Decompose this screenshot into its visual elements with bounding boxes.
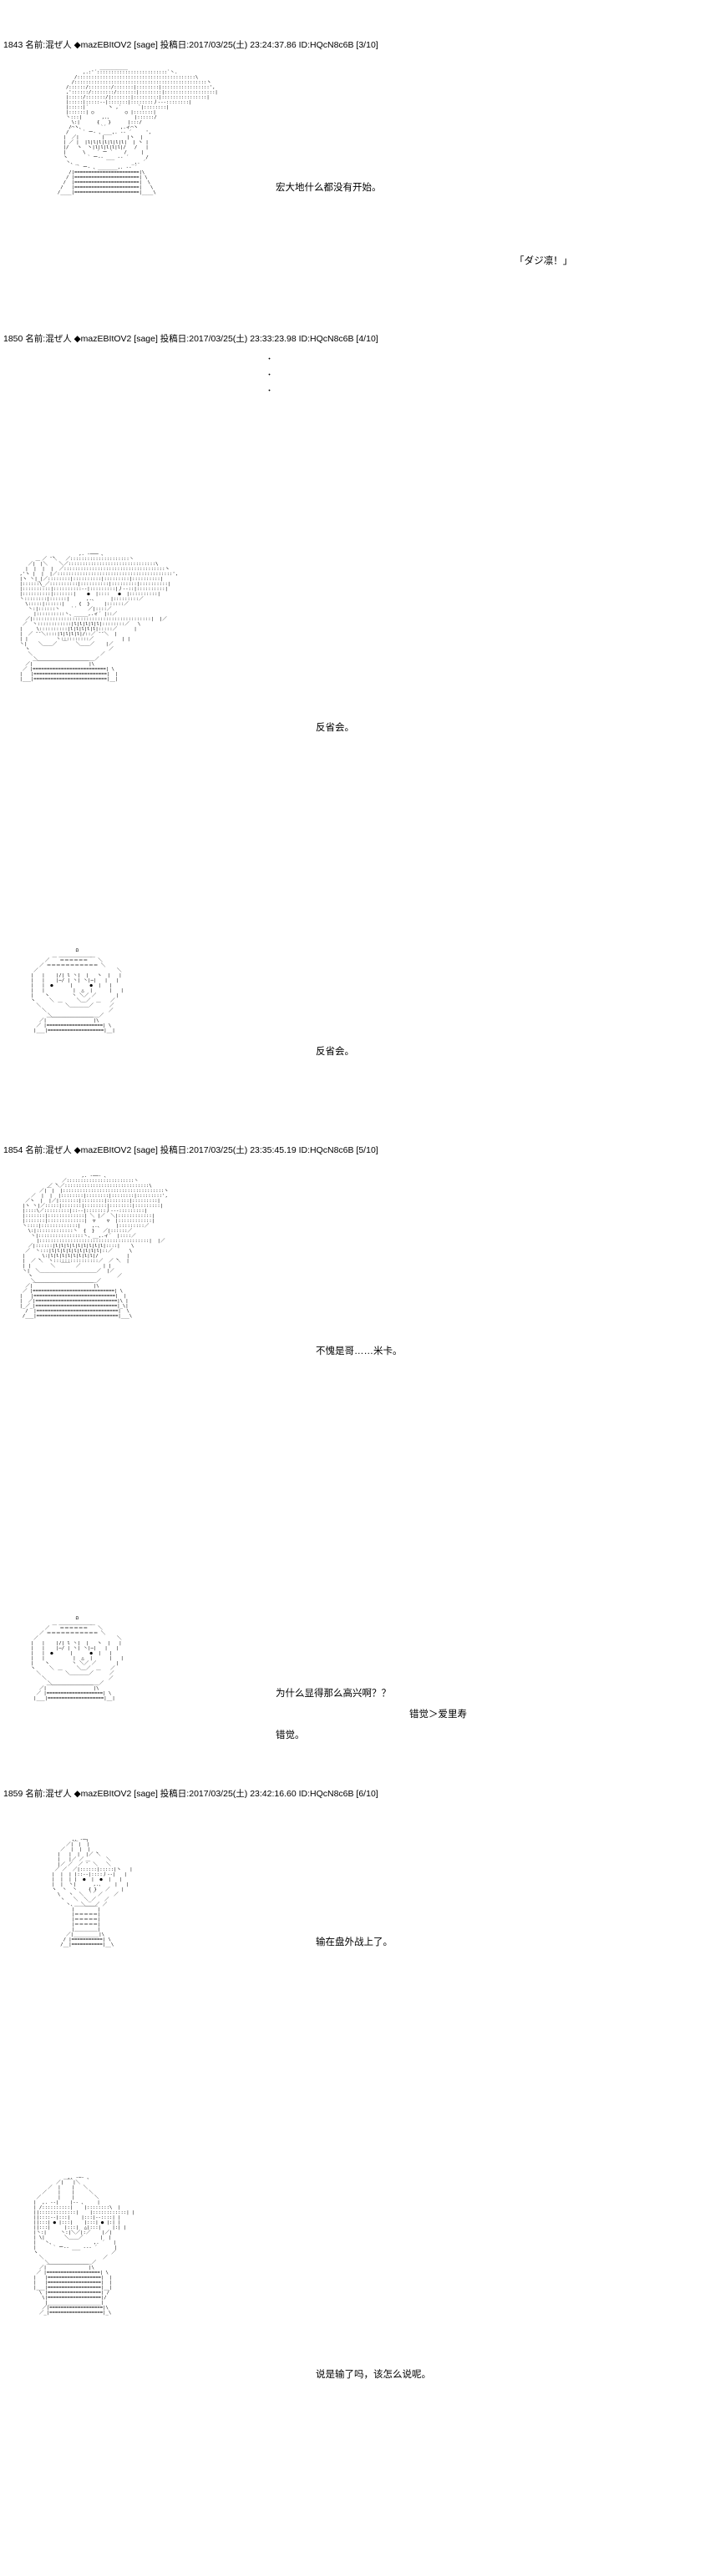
post-header-1850: 1850 名前:混ぜ人 ◆mazEBItOV2 [sage] 投稿日:2017/… xyxy=(3,334,378,344)
dialogue-text-2: 「ダジ凛！」 xyxy=(515,256,573,266)
aa-art-1859-b: ,. -─- 、 ／|￣￣|＼ ／ | | ＼ ／ | | ＼ ／ | | ＼ … xyxy=(33,2174,135,2316)
post-header-1843: 1843 名前:混ぜ人 ◆mazEBItOV2 [sage] 投稿日:2017/… xyxy=(3,40,378,50)
dialogue-text-9: 输在盘外战上了。 xyxy=(316,1937,393,1947)
dialogue-text-5: 不愧是哥……米卡。 xyxy=(316,1346,403,1356)
dialogue-text-1: 宏大地什么都没有开始。 xyxy=(276,183,382,193)
aa-art-1843: __________ ,.:'´::::::::::::::::::::::::… xyxy=(57,64,218,195)
aa-art-1850-a: ,. -─── 、 ／ ̄ ̄＼ ／:::::::::::::::::::::丶… xyxy=(19,551,179,682)
ellipsis-separator: ・ ・ ・ xyxy=(266,356,274,396)
post-header-1859: 1859 名前:混ぜ人 ◆mazEBItOV2 [sage] 投稿日:2017/… xyxy=(3,1789,378,1799)
aa-art-1859-a: ,. -─┐ ／|￣| | ／ | | | | | | |／ ̄＼ | |／ ／… xyxy=(52,1836,133,1947)
dialogue-text-4: 反省会。 xyxy=(316,1047,354,1057)
dialogue-text-6: 为什么显得那么高兴啊？？ xyxy=(276,1689,391,1699)
post-header-1854: 1854 名前:混ぜ人 ◆mazEBItOV2 [sage] 投稿日:2017/… xyxy=(3,1145,378,1155)
dialogue-text-7: 错觉＞爱里寿 xyxy=(409,1710,467,1720)
aa-art-1850-b: Ω ＿＿＿＿＿＿＿ ／ ￣ ＝＝＝＝＝＝ ￣ ＼ ／ ＝＝＝＝＝＝＝＝＝＝＝ ＼… xyxy=(30,947,124,1033)
aa-art-1854-a: ,. -──- 、 ／::::::::::::::::::::::::丶 ／ ̄… xyxy=(19,1173,169,1319)
dialogue-text-8: 错觉。 xyxy=(276,1730,305,1740)
dialogue-text-3: 反省会。 xyxy=(316,723,354,733)
aa-art-1854-b: Ω ＿＿＿＿＿＿＿ ／ ￣ ＝＝＝＝＝＝ ￣ ＼ ／ ＝＝＝＝＝＝＝＝＝＝＝ ＼… xyxy=(30,1615,124,1701)
dialogue-text-10: 说是输了吗，该怎么说呢。 xyxy=(316,2370,431,2380)
